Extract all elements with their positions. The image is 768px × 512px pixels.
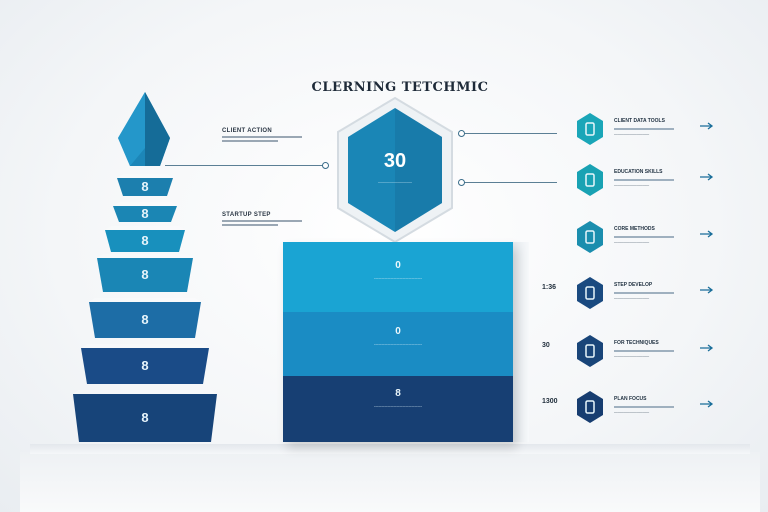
row-number: 1300	[542, 398, 558, 405]
panel-band: 0 --------------------------------	[283, 242, 513, 312]
hexagon-icon	[577, 164, 603, 196]
pyramid-level-glyph: 8	[141, 358, 148, 373]
text-line	[222, 140, 278, 142]
list-item: EDUCATION SKILLS ───────────	[532, 163, 732, 199]
page-title: CLERNING TETCHMIC	[311, 80, 489, 95]
text-line	[614, 350, 674, 352]
hexagon-icon	[577, 335, 603, 367]
info-panel: 0 -------------------------------- 0 ---…	[283, 242, 513, 442]
row-subtext: ───────────	[614, 240, 650, 245]
pyramid-level-glyph: 8	[141, 410, 148, 425]
hexagon-badge	[337, 96, 453, 244]
connector-dot	[458, 130, 465, 137]
row-subtext: ───────────	[614, 183, 650, 188]
left-note: CLIENT ACTION	[222, 128, 302, 142]
hexagon-icon	[577, 113, 603, 145]
band-text: --------------------------------	[374, 342, 422, 347]
pyramid-level-glyph: 8	[141, 206, 148, 221]
row-subtext: ───────────	[614, 132, 650, 137]
arrow-icon	[700, 122, 714, 130]
arrow-icon	[700, 286, 714, 294]
badge-caption: ────────────	[377, 180, 412, 185]
row-subtext: ───────────	[614, 354, 650, 359]
connector-dot	[322, 162, 329, 169]
row-heading: CORE METHODS	[614, 226, 655, 232]
row-subtext: ───────────	[614, 410, 650, 415]
list-item: 30 FOR TECHNIQUES ───────────	[532, 334, 732, 370]
band-icon: 0	[395, 260, 401, 271]
row-number: 30	[542, 342, 550, 349]
connector-line	[165, 165, 325, 166]
left-note-title: STARTUP STEP	[222, 212, 271, 218]
pyramid-level: 8	[81, 344, 209, 384]
band-icon: 8	[395, 388, 401, 399]
text-line	[614, 406, 674, 408]
pyramid-level-glyph: 8	[141, 312, 148, 327]
row-heading: PLAN FOCUS	[614, 396, 647, 402]
arrow-icon	[700, 173, 714, 181]
arrow-icon	[700, 400, 714, 408]
arrow-icon	[700, 230, 714, 238]
list-item: 1300 PLAN FOCUS ───────────	[532, 390, 732, 426]
row-number: 1:36	[542, 284, 557, 291]
badge-number: 30	[383, 150, 407, 172]
text-line	[222, 224, 278, 226]
text-line	[614, 236, 674, 238]
text-line	[614, 179, 674, 181]
pyramid-level-glyph: 8	[141, 267, 148, 282]
band-icon: 0	[395, 326, 401, 337]
list-item: CLIENT DATA TOOLS ───────────	[532, 112, 732, 148]
panel-side	[513, 242, 529, 442]
pyramid-level: 8	[97, 254, 193, 292]
panel-band: 8 --------------------------------	[283, 376, 513, 442]
list-item: 1:36 STEP DEVELOP ───────────	[532, 276, 732, 312]
connector-dot	[458, 179, 465, 186]
connector-line	[462, 182, 557, 183]
text-line	[614, 292, 674, 294]
pyramid-level: 8	[105, 226, 185, 252]
text-line	[222, 220, 302, 222]
hexagon-icon	[577, 277, 603, 309]
hexagon-icon	[577, 221, 603, 253]
connector-line	[462, 133, 557, 134]
pyramid-chart: 8 8 8 8 8 8 8	[73, 92, 217, 442]
band-text: --------------------------------	[374, 276, 422, 281]
pyramid-level: 8	[89, 298, 201, 338]
floor-reflection	[20, 452, 760, 512]
left-note: STARTUP STEP	[222, 212, 302, 226]
text-line	[614, 128, 674, 130]
left-note-title: CLIENT ACTION	[222, 128, 273, 134]
pyramid-level-glyph: 8	[141, 179, 148, 194]
row-heading: EDUCATION SKILLS	[614, 169, 663, 175]
row-heading: CLIENT DATA TOOLS	[614, 118, 665, 124]
pyramid-level: 8	[73, 390, 217, 442]
pyramid-level: 8	[113, 202, 177, 222]
floor	[30, 444, 750, 454]
panel-band: 0 --------------------------------	[283, 312, 513, 376]
text-line	[222, 136, 302, 138]
row-heading: FOR TECHNIQUES	[614, 340, 659, 346]
pyramid-level: 8	[117, 174, 173, 196]
row-subtext: ───────────	[614, 296, 650, 301]
list-item: CORE METHODS ───────────	[532, 220, 732, 256]
band-text: --------------------------------	[374, 404, 422, 409]
hexagon-icon	[577, 391, 603, 423]
arrow-icon	[700, 344, 714, 352]
pyramid-level-glyph: 8	[141, 233, 148, 248]
row-heading: STEP DEVELOP	[614, 282, 653, 288]
